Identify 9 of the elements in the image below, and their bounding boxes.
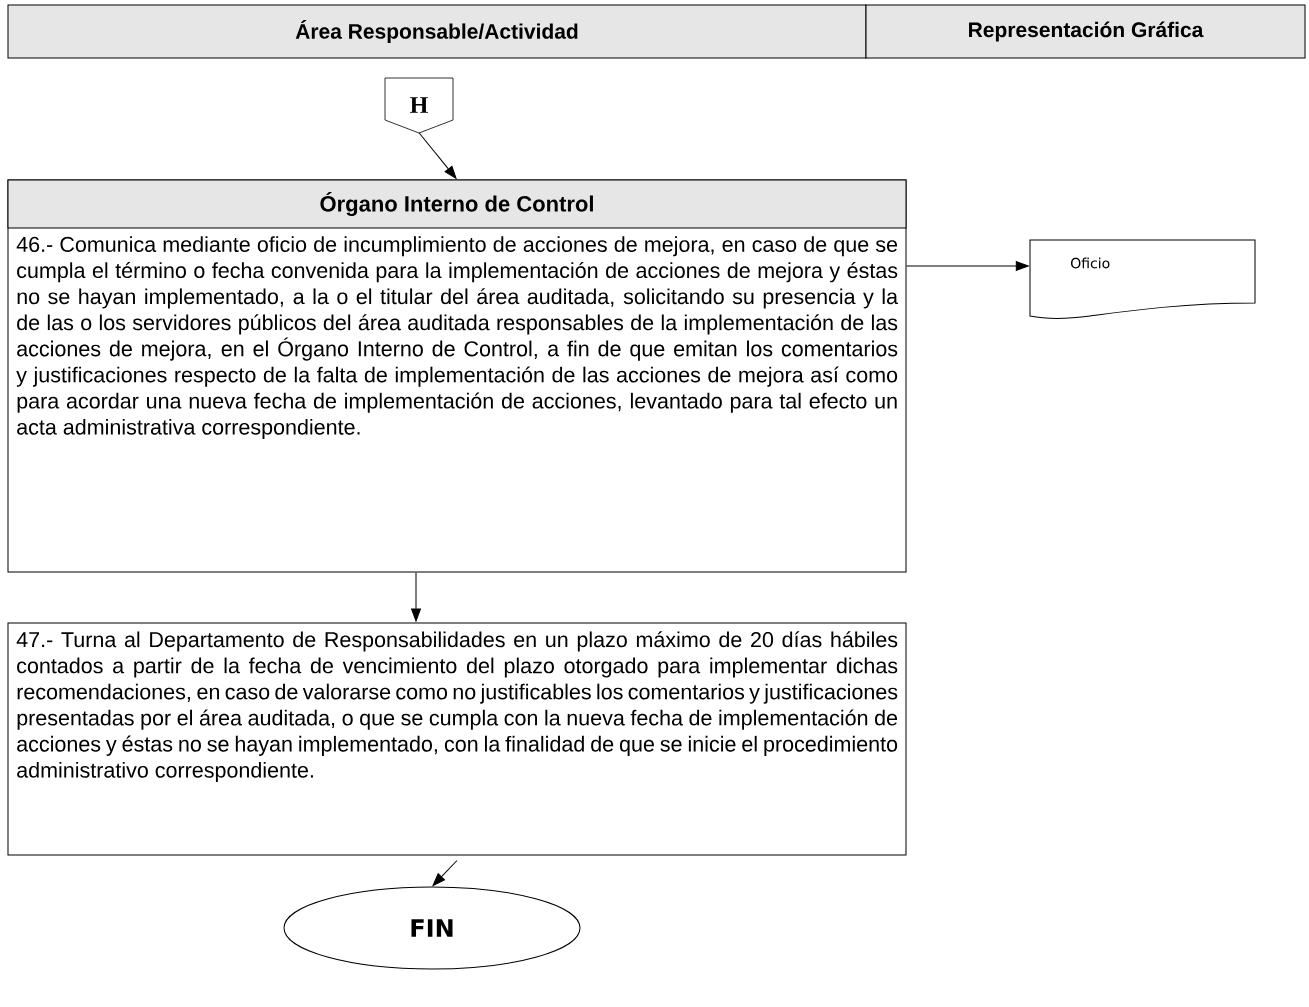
arrow	[411, 572, 421, 622]
header-cell: Área Responsable/Actividad	[7, 4, 867, 59]
off-page-connector: H	[384, 77, 454, 134]
arrow	[906, 261, 1029, 271]
header-cell: Representación Gráfica	[865, 4, 1306, 59]
process-box: Órgano Interno de Control 46.- Comunica mediante oficio de incumplimiento de acciones de mejora, en caso de que se cumpla el término o fecha convenida para la implementación de acciones de mejora y éstas no se hayan implementado, a la o el titular del área auditada, solicitando su presencia y la de las o los servidores públicos del área auditada responsables de la implementación de las acciones de mejora, en el Órgano Interno de Control, a fin de que emitan los comentarios y justificaciones respecto de la falta de implementación de las acciones de mejora así como para acordar una nueva fecha de implementación de acciones, levantado para tal efecto un acta administrativa correspondiente.	[7, 179, 907, 573]
process-box: 47.- Turna al Departamento de Responsabilidades en un plazo máximo de 20 días hábiles contados a partir de la fecha de vencimiento del plazo otorgado para implementar dichas recomendaciones, en caso de valorarse como no justificables los comentarios y justificaciones presentadas por el área auditada, o que se cumpla con la nueva fecha de implementación de acciones y éstas no se hayan implementado, con la finalidad de que se inicie el procedimiento administrativo correspondiente.	[7, 622, 907, 856]
arrow	[418, 132, 457, 179]
arrow	[432, 873, 446, 886]
